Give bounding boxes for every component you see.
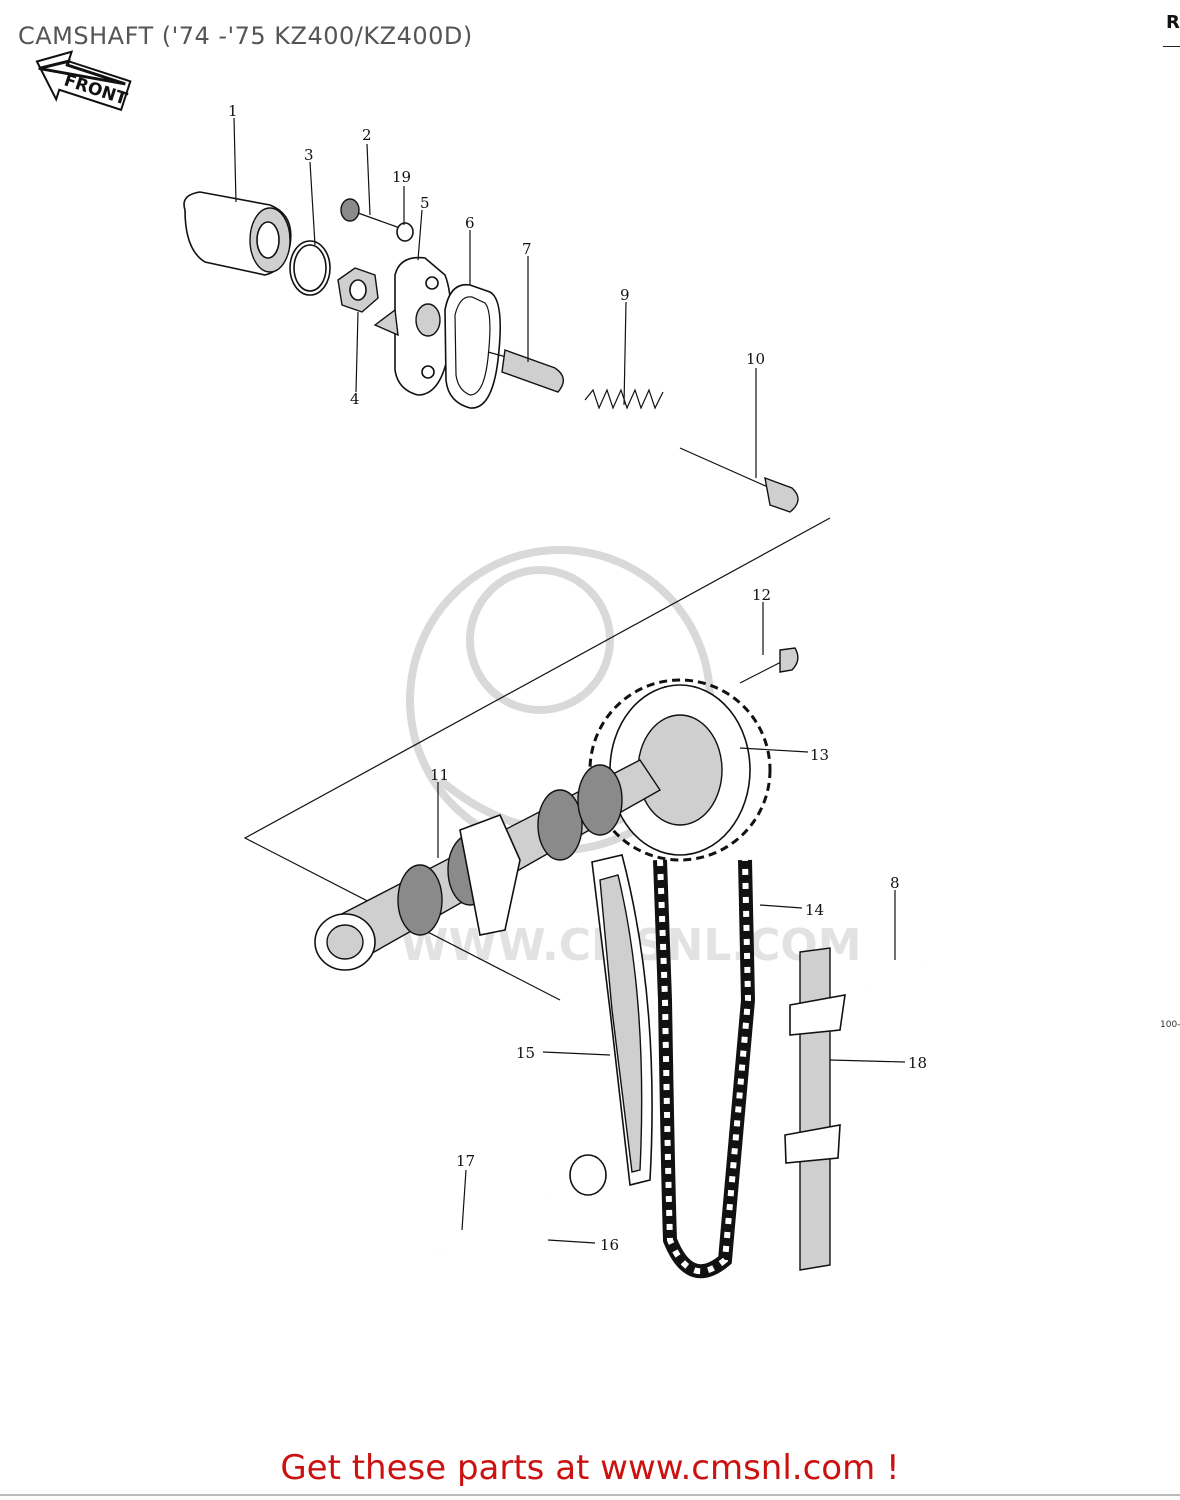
- lock-nut: [337, 267, 379, 313]
- push-rod: [487, 349, 564, 393]
- part-number-4: 4: [350, 390, 360, 408]
- part-number-7: 7: [522, 240, 532, 258]
- part-number-6: 6: [465, 214, 475, 232]
- side-code: 100-: [1160, 1020, 1180, 1030]
- dowel-pin: [537, 1229, 545, 1263]
- chain-guide: [569, 854, 653, 1196]
- sprocket-bolt: [739, 647, 799, 684]
- part-number-17: 17: [456, 1152, 475, 1170]
- part-number-12: 12: [752, 586, 771, 604]
- part-number-8: 8: [890, 874, 900, 892]
- part-number-5: 5: [420, 194, 430, 212]
- part-number-16: 16: [600, 1236, 619, 1254]
- cam-sprocket: [588, 678, 772, 862]
- assembly-connector-line: [243, 517, 831, 1001]
- part-number-1: 1: [228, 102, 238, 120]
- chain-damper: [784, 947, 846, 1271]
- o-ring-inner: [293, 244, 327, 292]
- part-number-13: 13: [810, 746, 829, 764]
- part-number-10: 10: [746, 350, 765, 368]
- tensioner-body: [373, 256, 452, 396]
- part-number-11: 11: [430, 766, 449, 784]
- get-parts-link[interactable]: Get these parts at www.cmsnl.com !: [280, 1448, 900, 1488]
- guide-pin: [437, 1193, 553, 1255]
- tensioner-cap: [183, 191, 292, 276]
- corner-dash: [1163, 46, 1180, 47]
- gasket: [444, 283, 502, 409]
- camshaft: [314, 759, 661, 971]
- exploded-parts-diagram: WWW.CMSNL.COM FRONT: [35, 50, 927, 1279]
- leader-lines: [233, 117, 906, 1244]
- part-number-19: 19: [392, 168, 411, 186]
- corner-letter: R: [1166, 12, 1180, 33]
- rod-bolt: [679, 447, 799, 513]
- part-number-3: 3: [304, 146, 314, 164]
- page-title: CAMSHAFT ('74 -'75 KZ400/KZ400D): [18, 22, 473, 50]
- part-number-2: 2: [362, 126, 372, 144]
- part-number-18: 18: [908, 1054, 927, 1072]
- part-number-14: 14: [805, 901, 824, 919]
- cam-chain: [653, 859, 756, 1279]
- part-number-15: 15: [516, 1044, 535, 1062]
- front-arrow-icon: FRONT: [35, 50, 132, 112]
- washer: [396, 222, 414, 242]
- damper-pin: [866, 962, 922, 994]
- adjust-bolt: [340, 198, 401, 229]
- part-number-9: 9: [620, 286, 630, 304]
- footer-divider: [0, 1494, 1180, 1496]
